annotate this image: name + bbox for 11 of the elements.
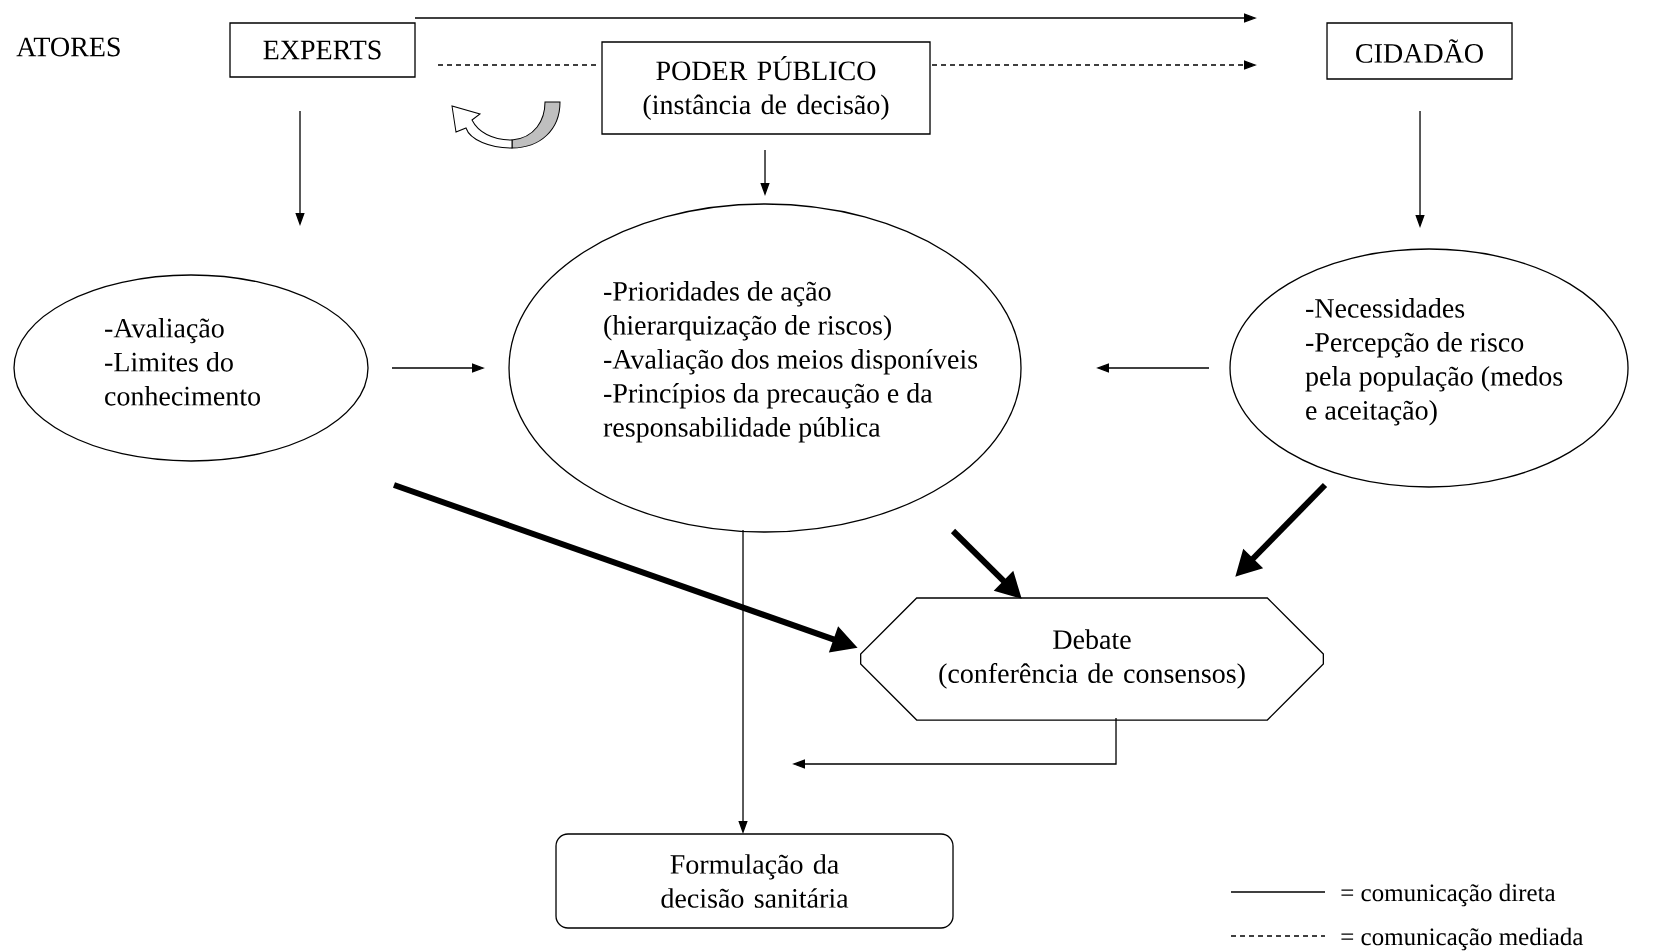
actor-box: EXPERTS	[229, 22, 416, 78]
row-label: ATORES	[16, 37, 120, 57]
ellipse-node: -Avaliação -Limites do conhecimento	[13, 274, 369, 462]
rounded-box: Formulação da decisão sanitária	[555, 833, 954, 929]
ellipse-node: -Prioridades de ação (hierarquização de riscos) -Avaliação dos meios disponíveis -Princípios da precaução e da responsabilidade pública	[508, 203, 1022, 533]
ellipse-node: -Necessidades -Percepção de risco pela população (medos e aceitação)	[1229, 248, 1629, 488]
legend-text: = comunicação direta	[1341, 883, 1556, 907]
actor-box: PODER PÚBLICO (instância de decisão)	[601, 41, 931, 135]
actor-box: CIDADÃO	[1326, 22, 1513, 80]
octagon-box: Debate (conferência de consensos)	[860, 597, 1324, 721]
legend-text: = comunicação mediada	[1341, 927, 1584, 951]
